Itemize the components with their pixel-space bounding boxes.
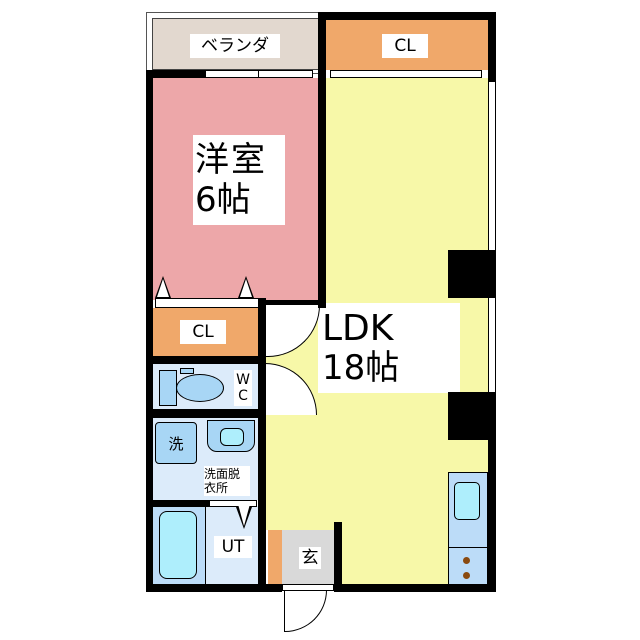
ldk-name: LDK	[322, 308, 394, 349]
toilet-tank-icon	[159, 370, 177, 406]
wall	[146, 70, 206, 78]
wall	[488, 398, 496, 592]
balcony-window[interactable]	[205, 70, 313, 78]
wall	[146, 70, 153, 592]
western-room-size: 6帖	[195, 180, 251, 220]
window-divider	[258, 70, 259, 78]
window-right-upper[interactable]	[488, 82, 496, 250]
washbasin-bowl	[220, 428, 244, 446]
stove-burner-icon	[463, 557, 470, 564]
entrance-label: 玄	[299, 547, 321, 569]
wall	[334, 522, 342, 592]
washroom-label-line1: 洗面脱	[204, 467, 241, 481]
toilet-label-w: W	[236, 372, 250, 388]
wall	[146, 500, 210, 507]
kitchen-sink	[454, 482, 480, 520]
wall	[488, 12, 496, 82]
closet-left-label: CL	[180, 320, 226, 344]
unit-bath-door-marker	[236, 504, 252, 529]
toilet-label-c: C	[238, 388, 248, 404]
closet-top-label: CL	[382, 34, 428, 58]
entrance-door[interactable]	[284, 590, 327, 632]
stove-burner-icon	[463, 572, 470, 579]
washroom-label: 洗面脱 衣所	[204, 466, 250, 496]
western-room-label: 洋室 6帖	[193, 135, 285, 225]
balcony-label: ベランダ	[190, 34, 280, 58]
wall	[146, 584, 282, 592]
unit-bath-label: UT	[214, 536, 252, 558]
wall	[146, 356, 266, 364]
western-closet-sliding-door[interactable]	[155, 298, 263, 308]
bathtub-icon	[159, 511, 197, 579]
washroom-label-line2: 衣所	[204, 481, 229, 495]
wall	[262, 300, 326, 305]
closet-door-marker	[155, 276, 171, 298]
wall	[334, 584, 496, 592]
wall	[258, 298, 266, 588]
western-room-name: 洋室	[195, 140, 267, 180]
closet-door-marker	[238, 276, 254, 298]
window-right-lower[interactable]	[488, 298, 496, 392]
wall	[448, 392, 496, 440]
toilet-bowl-icon	[176, 374, 224, 402]
wall	[318, 12, 326, 308]
closet-top-sliding-door[interactable]	[330, 70, 482, 78]
entrance-step	[268, 530, 282, 586]
toilet-flush-icon	[180, 368, 194, 374]
wall	[146, 409, 266, 418]
toilet-label: W C	[234, 370, 252, 406]
washing-machine-label: 洗	[166, 434, 186, 454]
wall	[318, 12, 494, 20]
ldk-label: LDK 18帖	[318, 303, 460, 393]
entrance-threshold	[282, 584, 334, 591]
ldk-size: 18帖	[322, 348, 400, 388]
stove-divider	[448, 547, 488, 548]
wall	[448, 250, 496, 298]
